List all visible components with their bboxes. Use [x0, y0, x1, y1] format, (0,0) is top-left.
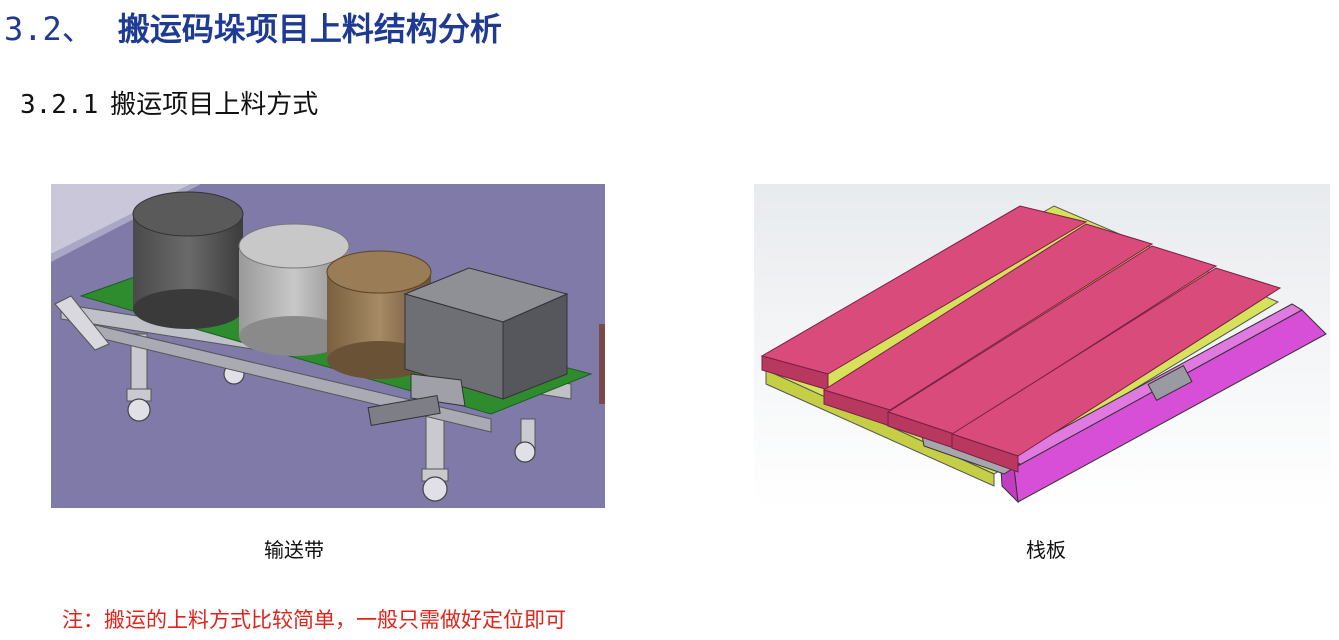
note-text: 注：搬运的上料方式比较简单，一般只需做好定位即可	[62, 608, 566, 632]
conveyor-figure	[51, 184, 605, 508]
conveyor-caption: 输送带	[264, 538, 324, 562]
pallet-caption: 栈板	[1026, 538, 1066, 562]
pallet-figure	[754, 184, 1330, 508]
section-title-text: 搬运码垛项目上料结构分析	[117, 10, 502, 48]
subsection-number: 3.2.1	[20, 90, 99, 120]
pallet-illustration-icon	[754, 184, 1330, 508]
conveyor-illustration-icon	[51, 184, 605, 502]
section-number: 3.2、	[4, 10, 94, 48]
subsection-title: 3.2.1 搬运项目上料方式	[20, 84, 318, 121]
subsection-title-text: 搬运项目上料方式	[110, 90, 319, 120]
section-title: 3.2、搬运码垛项目上料结构分析	[4, 4, 502, 50]
